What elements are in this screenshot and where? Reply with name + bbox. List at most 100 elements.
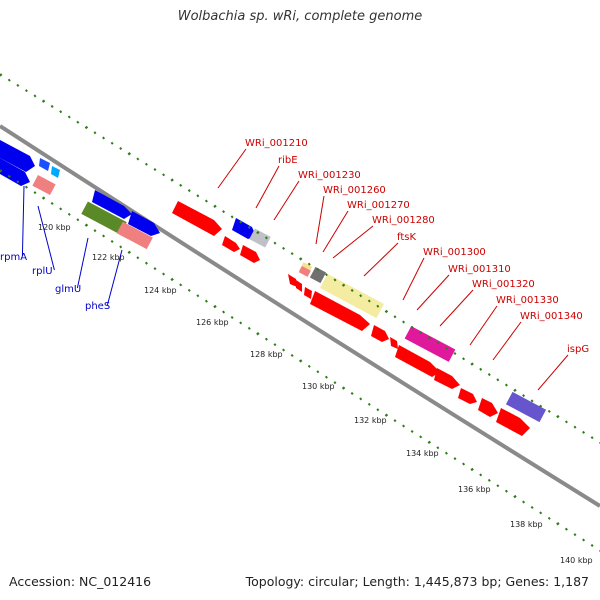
scale-dot-inner [436, 446, 440, 450]
gene-small-blue-2[interactable] [51, 166, 60, 178]
scale-dot-outer [367, 299, 371, 303]
scale-dot-outer [307, 262, 311, 266]
scale-tick-label: 140 kbp [560, 556, 593, 565]
scale-dot-inner [582, 538, 586, 542]
gene-ispG-bar[interactable] [505, 391, 547, 423]
gene-ribE-lower-arrow[interactable] [240, 245, 260, 263]
gene-leader-line [402, 257, 425, 301]
gene-leader-line [322, 210, 349, 253]
gene-small-blue-1[interactable] [39, 158, 50, 171]
gene-WRi_001310-bar[interactable] [404, 326, 456, 362]
scale-dot-inner [256, 332, 260, 336]
scale-dot-inner [230, 315, 234, 319]
scale-ticks [0, 73, 600, 553]
gene-label-WRi_001280[interactable]: WRi_001280 [372, 215, 435, 226]
scale-dot-inner [119, 245, 123, 249]
gene-WRi_001280-bar[interactable] [309, 266, 327, 284]
scale-dot-outer [341, 283, 346, 287]
gene-label-WRi_001230[interactable]: WRi_001230 [298, 170, 361, 181]
gene-label-WRi_001310[interactable]: WRi_001310 [448, 264, 511, 275]
scale-dot-inner [487, 478, 491, 482]
scale-dot-inner [222, 310, 226, 314]
scale-dot-inner [393, 419, 397, 423]
scale-tick-label: 134 kbp [406, 449, 439, 458]
gene-glmU-bar[interactable] [81, 201, 127, 235]
gene-ribE-arrow[interactable] [232, 218, 256, 239]
scale-dot-inner [179, 283, 183, 287]
gene-label-ispG[interactable]: ispG [567, 344, 589, 355]
gene-small-red-3[interactable] [304, 287, 312, 299]
scale-dot-inner [547, 516, 551, 520]
gene-ftsK-bar[interactable] [319, 273, 385, 319]
gene-leader-line [21, 185, 25, 257]
gene-label-glmU[interactable]: glmU [55, 284, 81, 295]
scale-dot-outer [41, 99, 46, 103]
gene-WRi_001210-lower-arrow[interactable] [222, 236, 240, 252]
scale-dot-outer [179, 183, 183, 187]
gene-leader-line [439, 289, 474, 327]
gene-leader-line [106, 249, 123, 306]
scale-dot-inner [16, 180, 20, 184]
scale-tick-label: 138 kbp [510, 520, 543, 529]
gene-leader-line [255, 165, 280, 209]
gene-ispG-lower-arrow[interactable] [496, 408, 530, 436]
scale-dot-outer [393, 315, 397, 319]
scale-dot-inner [384, 413, 389, 417]
scale-tick-label: 120 kbp [38, 223, 71, 232]
gene-WRi_001330-lower-arrow[interactable] [458, 388, 477, 404]
gene-pheS-bar[interactable] [116, 221, 153, 250]
gene-glmU-upper-arrow[interactable] [92, 190, 132, 219]
gene-label-pheS[interactable]: pheS [85, 301, 110, 312]
scale-dot-outer [436, 341, 440, 345]
gene-WRi_001210-arrow[interactable] [172, 201, 222, 236]
accession-text: Accession: NC_012416 [9, 574, 152, 589]
scale-dot-inner [359, 397, 363, 401]
scale-dot-outer [564, 420, 568, 424]
gene-WRi_001320-lower-arrow[interactable] [434, 368, 460, 389]
gene-label-rplU[interactable]: rplU [32, 266, 53, 277]
gene-label-ftsK[interactable]: ftsK [397, 232, 416, 243]
gene-label-WRi_001210[interactable]: WRi_001210 [245, 138, 308, 149]
gene-label-WRi_001300[interactable]: WRi_001300 [423, 247, 486, 258]
gene-small-red-2[interactable] [296, 280, 302, 292]
gene-label-ribE[interactable]: ribE [278, 155, 298, 166]
scale-dot-outer [162, 173, 166, 177]
gene-rplU-arrow[interactable] [0, 158, 30, 186]
scale-dot-inner [204, 299, 208, 303]
gene-WRi_001270-bar[interactable] [298, 266, 311, 277]
gene-WRi_001300-small-arrow[interactable] [390, 337, 398, 349]
gene-small-red-1[interactable] [288, 274, 297, 287]
scale-dot-inner [530, 505, 534, 509]
gene-rplU-bar[interactable] [32, 175, 56, 195]
gene-WRi_001230-bar[interactable] [249, 228, 271, 248]
scale-dot-inner [290, 353, 294, 357]
gene-ftsK-lower-arrow[interactable] [310, 291, 370, 331]
gene-rpmA-arrow[interactable] [0, 140, 35, 172]
scale-dot-outer [470, 362, 474, 366]
scale-dot-outer [324, 273, 328, 277]
scale-dot-outer [170, 178, 174, 182]
gene-label-WRi_001340[interactable]: WRi_001340 [520, 311, 583, 322]
gene-label-WRi_001270[interactable]: WRi_001270 [347, 200, 410, 211]
gene-pheS-upper-arrow[interactable] [128, 211, 160, 236]
gene-leader-line [37, 205, 55, 271]
scale-dot-outer [479, 367, 483, 371]
map-title: Wolbachia sp. wRi, complete genome [177, 9, 423, 24]
gene-WRi_001300-lower-arrow[interactable] [371, 325, 389, 342]
gene-WRi_001340-lower-arrow[interactable] [478, 398, 498, 417]
scale-dot-outer [0, 73, 3, 77]
scale-dot-outer [213, 204, 217, 209]
gene-label-WRi_001260[interactable]: WRi_001260 [323, 185, 386, 196]
scale-tick-label: 126 kbp [196, 318, 229, 327]
scale-dot-inner [556, 522, 560, 526]
scale-dot-inner [419, 435, 423, 439]
gene-label-rpmA[interactable]: rpmA [0, 252, 27, 263]
scale-dot-outer [298, 257, 303, 261]
gene-leader-line [217, 148, 247, 189]
gene-WRi_001310-lower-arrow[interactable] [395, 345, 440, 377]
scale-dot-inner [479, 473, 483, 477]
gene-label-WRi_001330[interactable]: WRi_001330 [496, 295, 559, 306]
scale-dot-inner [102, 234, 106, 238]
scale-dot-outer [187, 189, 191, 193]
gene-label-WRi_001320[interactable]: WRi_001320 [472, 279, 535, 290]
